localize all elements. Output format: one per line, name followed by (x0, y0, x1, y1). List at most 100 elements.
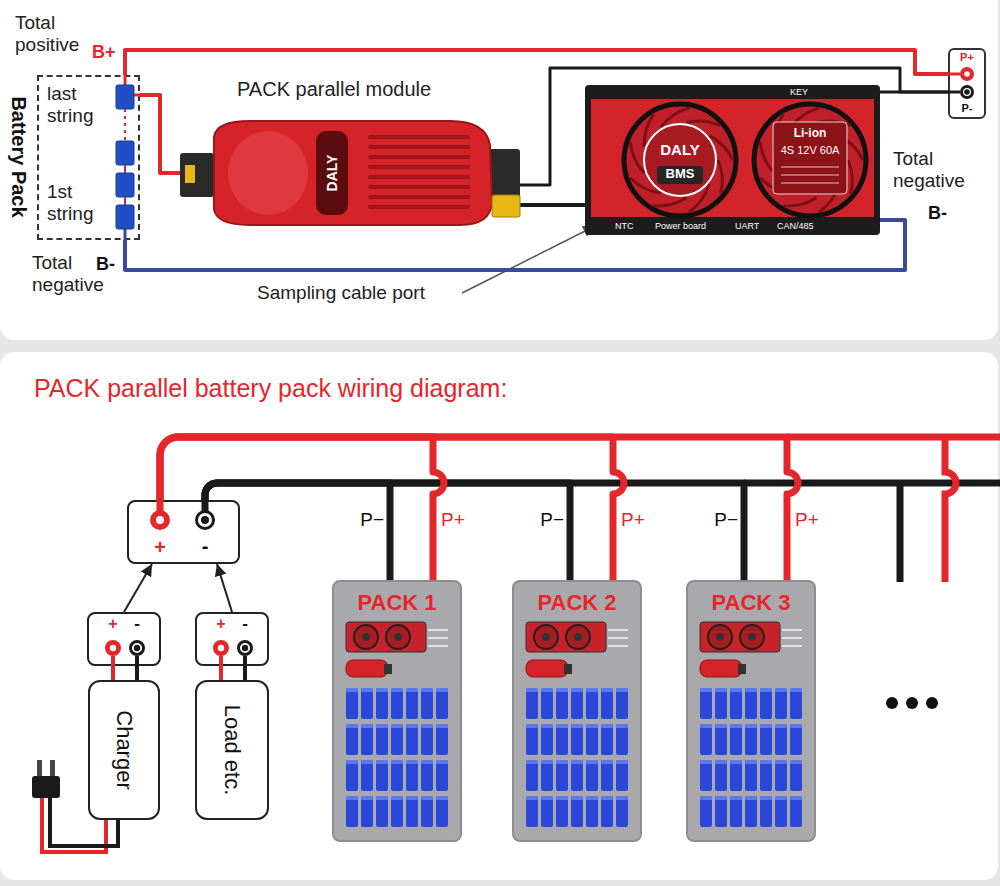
cell-cap (406, 760, 418, 764)
mains-plug (32, 776, 60, 798)
battery-cell (571, 688, 583, 719)
battery-cell (541, 688, 553, 719)
cell-cap (775, 796, 787, 800)
battery-cell (116, 85, 134, 109)
battery-cell (541, 724, 553, 755)
mini-fan (740, 625, 764, 649)
negative-wire (125, 220, 905, 270)
positive-wire (140, 95, 180, 173)
node-shape (195, 612, 269, 666)
cell-cap (700, 688, 712, 692)
battery-cell (730, 724, 742, 755)
mini-lead (608, 645, 628, 647)
body-highlight (228, 131, 308, 215)
cell-cap (586, 760, 598, 764)
cell-cap (586, 724, 598, 728)
continuation-dot (906, 697, 918, 709)
terminal-hole (201, 516, 209, 524)
spec-rule (781, 167, 839, 168)
terminal-sign: + (108, 615, 117, 633)
battery-cell (760, 688, 772, 719)
cell-cap (760, 760, 772, 764)
terminal-post (213, 640, 229, 656)
fan-rim (754, 104, 866, 216)
battery-cell (715, 760, 727, 791)
cell-cap (616, 724, 628, 728)
battery-cell (745, 724, 757, 755)
pack-name: PACK 1 (357, 590, 436, 615)
connect-arrow (124, 564, 152, 612)
negative-bus-wire (205, 483, 744, 580)
cell-cap (700, 760, 712, 764)
mini-lead (782, 637, 802, 639)
port-label: KEY (790, 87, 808, 97)
module-body (214, 121, 492, 225)
cell-cap (346, 688, 358, 692)
vent-slit (370, 195, 468, 199)
mini-connector (738, 664, 746, 674)
battery-cell (526, 688, 538, 719)
battery-cell (541, 796, 553, 827)
bus-drop-wire (897, 483, 904, 582)
device-wire (219, 666, 223, 680)
negative-wire (880, 91, 948, 94)
wire-stub (124, 75, 127, 85)
cell-cap (556, 796, 568, 800)
battery-cell (421, 688, 433, 719)
mini-connector (384, 664, 392, 674)
battery-cell (116, 173, 134, 197)
fan-blade (718, 160, 722, 194)
bus-wire (787, 434, 1000, 441)
string-label: last string (47, 83, 111, 127)
cell-cap (406, 724, 418, 728)
fan-blade (783, 197, 816, 206)
cell-cap (730, 796, 742, 800)
pin-label: P− (360, 509, 384, 531)
battery-cell (586, 760, 598, 791)
negative-bus-wire (205, 483, 570, 580)
pack-name: PACK 2 (537, 590, 616, 615)
mini-fan-hub (716, 633, 724, 641)
bms-body (591, 99, 874, 217)
terminal-sign: P- (962, 102, 973, 115)
load-terminal: +- (195, 612, 269, 666)
battery-cell (745, 760, 757, 791)
spec-rule (781, 175, 839, 176)
cell-cap (616, 796, 628, 800)
battery-cell (406, 724, 418, 755)
device-name: Charger (111, 710, 136, 789)
cell-cap (346, 724, 358, 728)
cell-cap (541, 688, 553, 692)
battery-cell (715, 796, 727, 827)
port-label: Power board (655, 221, 706, 231)
mini-fan (566, 625, 590, 649)
logo-hub (644, 124, 716, 196)
bus-drop-wire (945, 437, 956, 582)
cell-cap (391, 724, 403, 728)
battery-cell (346, 724, 358, 755)
cell-cap (526, 760, 538, 764)
cell-cap (436, 724, 448, 728)
battery-cell (775, 796, 787, 827)
cell-cap (616, 760, 628, 764)
vent-slit (370, 135, 468, 139)
mini-lead (782, 645, 802, 647)
brand-text: DALY (324, 155, 340, 192)
vent-slit (370, 145, 468, 149)
cell-cap (406, 688, 418, 692)
terminal-name: B- (928, 203, 947, 224)
battery-pack-unit: PACK 2 (512, 580, 642, 842)
callout-text: Total negative (893, 148, 983, 192)
battery-pack-box: Battery Packlast string1st string (37, 75, 140, 240)
mini-lead (608, 629, 628, 631)
cell-cap (745, 760, 757, 764)
mini-lead (428, 637, 448, 639)
terminal-post (197, 512, 214, 529)
battery-cell (715, 688, 727, 719)
xt-connector (492, 195, 520, 217)
battery-cell (406, 688, 418, 719)
cell-cap (526, 724, 538, 728)
node-shape (87, 612, 161, 666)
